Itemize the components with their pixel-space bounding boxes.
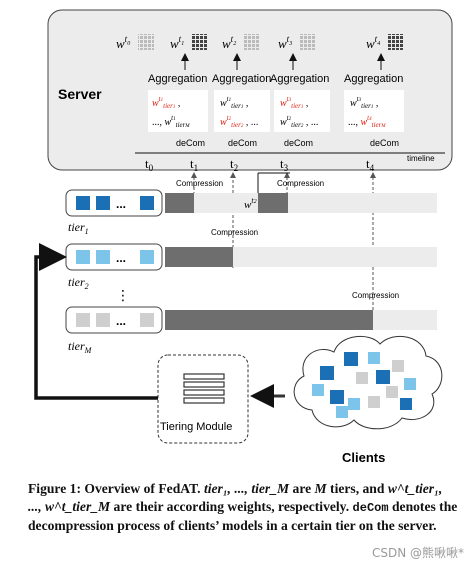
caption-prefix: Figure 1: Overview of FedAT. xyxy=(28,481,201,496)
ellipsis: ... xyxy=(116,314,126,328)
caption-mid3: are their according weights, respectivel… xyxy=(113,499,350,514)
caption-m: M xyxy=(314,481,327,496)
weight-matrix-icon xyxy=(244,34,260,50)
weight-matrix-icon xyxy=(138,34,154,50)
caption-weights: w^t_tier₁, ..., w^t_tier_M xyxy=(28,481,443,514)
decom-label: deCom xyxy=(284,138,313,148)
weight-box-2: wt1tier1 , wt2tier2 , ... xyxy=(214,90,270,132)
figure-caption: Figure 1: Overview of FedAT. tier₁, ...,… xyxy=(28,480,458,535)
weight-w-t4: wt4 xyxy=(366,34,404,51)
decom-label: deCom xyxy=(370,138,399,148)
compression-label: Compression xyxy=(211,228,258,237)
time-t4: t4 xyxy=(366,156,375,173)
tier-m-label: tierM xyxy=(68,339,93,355)
caption-mid2: tiers, and xyxy=(330,481,385,496)
weight-w-t1: wt1 xyxy=(170,34,208,51)
time-t1: t1 xyxy=(190,156,198,173)
weight-box-3: wt3tier1 , wt2tier2 , ... xyxy=(274,90,330,132)
server-panel: Server wt0 wt1 wt2 wt3 wt4 xyxy=(47,9,453,173)
server-label: Server xyxy=(58,86,102,102)
tiering-module-label: Tiering Module xyxy=(160,421,232,433)
decom-label: deCom xyxy=(176,138,205,148)
aggregation-label: Aggregation xyxy=(148,73,207,85)
compression-labels: Compression Compression Compression Comp… xyxy=(176,179,399,300)
weight-w-t0: wt0 xyxy=(116,34,154,51)
tier-m-row: ... tierM xyxy=(65,306,437,355)
compression-label: Compression xyxy=(277,179,324,188)
svg-text:wt3tier1 ,: wt3tier1 , xyxy=(280,95,308,110)
tier-1-row: wt2 ... tier1 xyxy=(65,172,437,236)
weight-w-t3: wt3 xyxy=(278,34,316,51)
tier-2-label: tier2 xyxy=(68,275,89,291)
clients-label: Clients xyxy=(342,450,385,465)
decom-labels: deCom deCom deCom deCom xyxy=(176,138,399,148)
svg-text:wt4: wt4 xyxy=(366,34,380,51)
clients-cloud xyxy=(293,335,443,430)
compression-label: Compression xyxy=(352,291,399,300)
decom-label: deCom xyxy=(228,138,257,148)
time-ticks: t0 t1 t2 t3 t4 xyxy=(145,156,375,173)
compression-label: Compression xyxy=(176,179,223,188)
caption-tiers: tier₁, ..., tier_M xyxy=(203,481,290,496)
time-t0: t0 xyxy=(145,156,154,173)
svg-text:wt1tier1 ,: wt1tier1 , xyxy=(220,95,248,110)
aggregation-label: Aggregation xyxy=(270,73,329,85)
caption-end: denotes the decompression process of cli… xyxy=(28,499,458,533)
weight-box-4: wt3tier1 , ..., wt4tierM xyxy=(344,90,404,132)
svg-text:wt3: wt3 xyxy=(278,34,292,51)
timeline-label: timeline xyxy=(407,154,435,163)
aggregation-arrows xyxy=(181,53,385,70)
vertical-ellipsis: ⋮ xyxy=(116,288,130,304)
svg-text:wt2tier2 , ...: wt2tier2 , ... xyxy=(280,114,318,129)
svg-text:wt1: wt1 xyxy=(170,34,184,51)
ellipsis: ... xyxy=(116,251,126,265)
time-t2: t2 xyxy=(230,156,238,173)
svg-text:wt2tier2 , ...: wt2tier2 , ... xyxy=(220,114,258,129)
aggregation-label: Aggregation xyxy=(212,73,271,85)
ellipsis: ... xyxy=(116,197,126,211)
tiering-module: Tiering Module xyxy=(157,354,249,444)
aggregation-label: Aggregation xyxy=(344,73,403,85)
weight-matrix-icon xyxy=(300,34,316,50)
svg-text:..., wt4tierM: ..., wt4tierM xyxy=(348,114,386,129)
stack-icon xyxy=(183,373,225,404)
svg-text:wt3tier1 ,: wt3tier1 , xyxy=(350,95,378,110)
weight-matrix-icon xyxy=(388,34,404,50)
time-t3: t3 xyxy=(280,156,289,173)
watermark: CSDN @熊啾啾* xyxy=(371,546,464,560)
weight-matrix-icon xyxy=(192,34,208,50)
svg-text:wt1tier1 ,: wt1tier1 , xyxy=(152,95,180,110)
caption-mid1: are xyxy=(292,481,312,496)
fedat-diagram: Server wt0 wt1 wt2 wt3 wt4 xyxy=(34,9,453,465)
aggregation-labels: Aggregation Aggregation Aggregation Aggr… xyxy=(148,73,403,85)
caption-decom: deCom xyxy=(352,501,389,515)
tier-1-label: tier1 xyxy=(68,220,89,236)
svg-text:wt0: wt0 xyxy=(116,34,130,51)
tier-2-row: ... tier2 xyxy=(65,243,437,291)
svg-text:..., wt1tierM: ..., wt1tierM xyxy=(152,114,190,129)
weight-box-1: wt1tier1 , ..., wt1tierM xyxy=(148,90,208,132)
weight-w-t2: wt2 xyxy=(222,34,260,51)
tiering-feedback-arrow xyxy=(34,243,158,400)
svg-text:wt2: wt2 xyxy=(222,34,236,51)
